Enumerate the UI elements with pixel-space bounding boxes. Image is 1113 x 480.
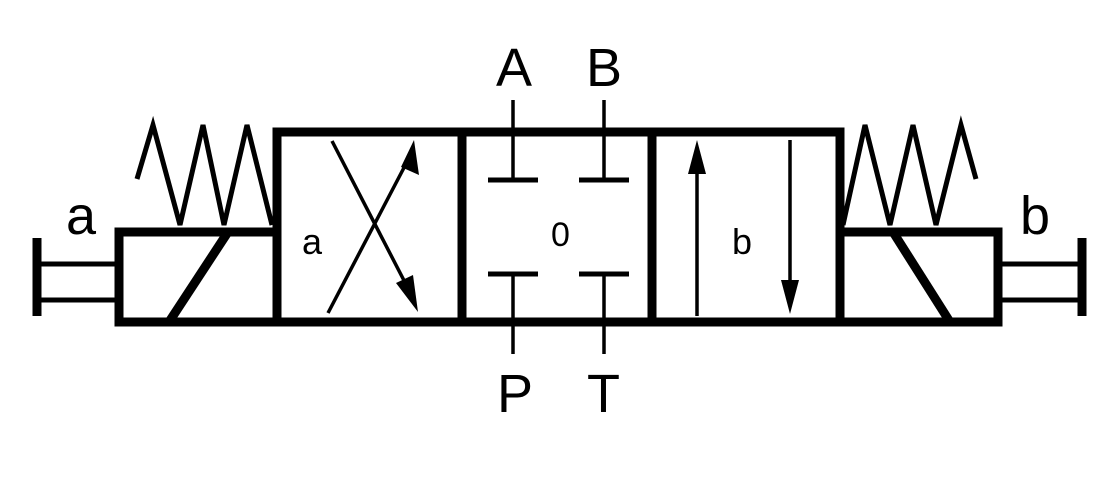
port-labels: A B P T: [496, 38, 622, 424]
right-solenoid-label: b: [1020, 186, 1050, 246]
flow-path-cross-up: [326, 159, 410, 314]
port-label-p: P: [497, 364, 533, 424]
port-label-t: T: [587, 364, 620, 424]
position-a-box: a: [302, 140, 419, 314]
left-solenoid-label: a: [66, 186, 97, 246]
arrowhead-down-right: [781, 280, 799, 314]
right-solenoid-coil: [889, 229, 954, 325]
valve-body: [272, 127, 845, 327]
right-solenoid-box: [835, 227, 1003, 327]
left-solenoid-box: [114, 227, 282, 327]
position-b-box: b: [688, 140, 799, 316]
position-b-label: b: [732, 221, 752, 262]
arrowhead-up-right: [688, 140, 706, 174]
port-label-b: B: [586, 38, 622, 98]
left-actuator: a: [32, 115, 282, 327]
arrowhead-down: [396, 275, 418, 312]
position-0-label: 0: [551, 216, 570, 254]
position-a-label: a: [302, 221, 323, 262]
position-0-box: 0: [488, 100, 629, 354]
right-spring-icon: [840, 115, 979, 226]
flow-path-cross-down: [330, 140, 414, 297]
valve-body-outline: [272, 127, 845, 327]
left-spring-icon: [134, 115, 275, 226]
right-actuator: b: [835, 115, 1087, 327]
left-solenoid-coil: [165, 229, 232, 325]
arrowhead-up: [401, 140, 419, 175]
port-label-a: A: [496, 38, 532, 98]
